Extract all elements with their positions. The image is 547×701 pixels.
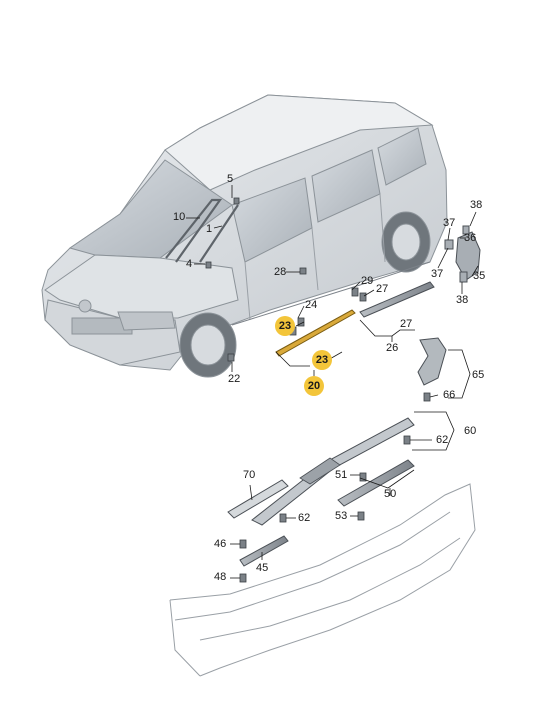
callout-62-top: 62 <box>436 434 449 446</box>
callout-35: 35 <box>473 270 486 282</box>
callout-22: 22 <box>228 373 241 385</box>
callout-36: 36 <box>464 232 477 244</box>
strip-70 <box>227 479 289 519</box>
callout-48: 48 <box>214 571 227 583</box>
a-pillar-trims <box>165 198 239 263</box>
callout-38-bottom: 38 <box>456 294 469 306</box>
callout-27-bottom: 27 <box>400 318 413 330</box>
callout-5: 5 <box>227 173 234 185</box>
callout-66: 66 <box>443 389 456 401</box>
callout-1: 1 <box>206 223 213 235</box>
callout-62-bottom: 62 <box>298 512 311 524</box>
callout-23-upper: 23 <box>275 316 295 336</box>
callout-38-top: 38 <box>470 199 483 211</box>
callout-37-bottom: 37 <box>431 268 444 280</box>
callout-29: 29 <box>361 275 374 287</box>
callout-28: 28 <box>274 266 287 278</box>
callout-70: 70 <box>243 469 256 481</box>
lower-body-outline <box>169 483 476 677</box>
callout-4: 4 <box>186 258 193 270</box>
sill-strip-front <box>275 309 356 357</box>
callout-24: 24 <box>305 299 318 311</box>
strip-45 <box>239 535 289 567</box>
callout-37-top: 37 <box>443 217 456 229</box>
callout-10: 10 <box>173 211 186 223</box>
sill-60 <box>251 417 415 526</box>
sill-strip-rear <box>359 281 435 318</box>
panel-65 <box>417 337 447 386</box>
callout-45: 45 <box>256 562 269 574</box>
callout-60: 60 <box>464 425 477 437</box>
strip-50 <box>337 459 415 507</box>
callout-51: 51 <box>335 469 348 481</box>
callout-50: 50 <box>384 488 397 500</box>
callout-20: 20 <box>304 376 324 396</box>
bracket-35 <box>444 225 481 283</box>
callout-65: 65 <box>472 369 485 381</box>
callout-26: 26 <box>386 342 399 354</box>
callout-23-lower: 23 <box>312 350 332 370</box>
callout-53: 53 <box>335 510 348 522</box>
car-body <box>41 94 448 378</box>
callout-27-top: 27 <box>376 283 389 295</box>
leader-lines <box>186 185 479 579</box>
callout-46: 46 <box>214 538 227 550</box>
